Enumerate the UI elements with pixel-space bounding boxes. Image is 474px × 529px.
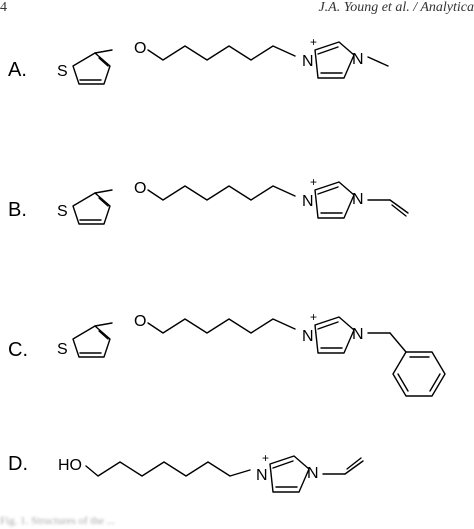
nitrogen-atom-b1: N [302, 193, 314, 210]
imidazolium-ring-b [314, 181, 355, 219]
thiophene-ring-a [72, 52, 111, 85]
hexyl-chain-d [85, 461, 251, 477]
nitrogen-atom-a2: N [352, 51, 364, 68]
structure-c: C. S O N + N [8, 310, 446, 397]
methyl-group-a [367, 56, 389, 67]
structure-b: B. S O N + N [8, 175, 409, 225]
imidazolium-ring-a [314, 41, 355, 79]
hydroxyl-group-d: HO [58, 457, 82, 474]
oxygen-atom-a: O [134, 40, 146, 57]
page-number: 4 [0, 0, 7, 15]
nitrogen-atom-d2: N [307, 465, 319, 482]
hexyl-chain-a [147, 45, 296, 61]
hexyl-chain-b [147, 185, 296, 201]
running-head: J.A. Young et al. / Analytica [318, 0, 474, 15]
o-linkage-bond-a [94, 49, 113, 54]
structure-label-c: C. [8, 339, 28, 361]
benzyl-group-c [367, 332, 446, 397]
structure-label-b: B. [8, 199, 27, 221]
o-linkage-bond-b [94, 189, 113, 194]
figure-caption-strip: Fig. 1. Structures of the ... [0, 515, 474, 529]
positive-charge-a: + [310, 35, 317, 49]
oxygen-atom-b: O [134, 180, 146, 197]
positive-charge-d: + [262, 451, 269, 465]
thiophene-ring-c [72, 325, 111, 358]
figure-caption: Fig. 1. Structures of the ... [0, 515, 115, 527]
o-linkage-bond-c [94, 322, 113, 327]
nitrogen-atom-d1: N [256, 467, 268, 484]
nitrogen-atom-c2: N [352, 326, 364, 343]
sulfur-atom-b: S [57, 203, 68, 220]
imidazolium-ring-c [314, 316, 355, 354]
sulfur-atom-c: S [57, 341, 68, 358]
oxygen-atom-c: O [134, 313, 146, 330]
vinyl-group-b [367, 199, 409, 217]
hexyl-chain-c [147, 318, 296, 334]
structure-label-a: A. [8, 59, 27, 81]
page-header: 4 J.A. Young et al. / Analytica [0, 0, 474, 20]
nitrogen-atom-a1: N [302, 53, 314, 70]
positive-charge-b: + [310, 175, 317, 189]
sulfur-atom-a: S [57, 63, 68, 80]
vinyl-group-d [322, 457, 364, 475]
nitrogen-atom-b2: N [352, 191, 364, 208]
thiophene-ring-b [72, 192, 111, 225]
nitrogen-atom-c1: N [302, 328, 314, 345]
structure-label-d: D. [8, 453, 28, 475]
imidazolium-ring-d [269, 455, 310, 493]
structure-a: A. S O N + N [8, 35, 389, 85]
positive-charge-c: + [310, 310, 317, 324]
structure-d: D. HO N + N [8, 451, 364, 493]
